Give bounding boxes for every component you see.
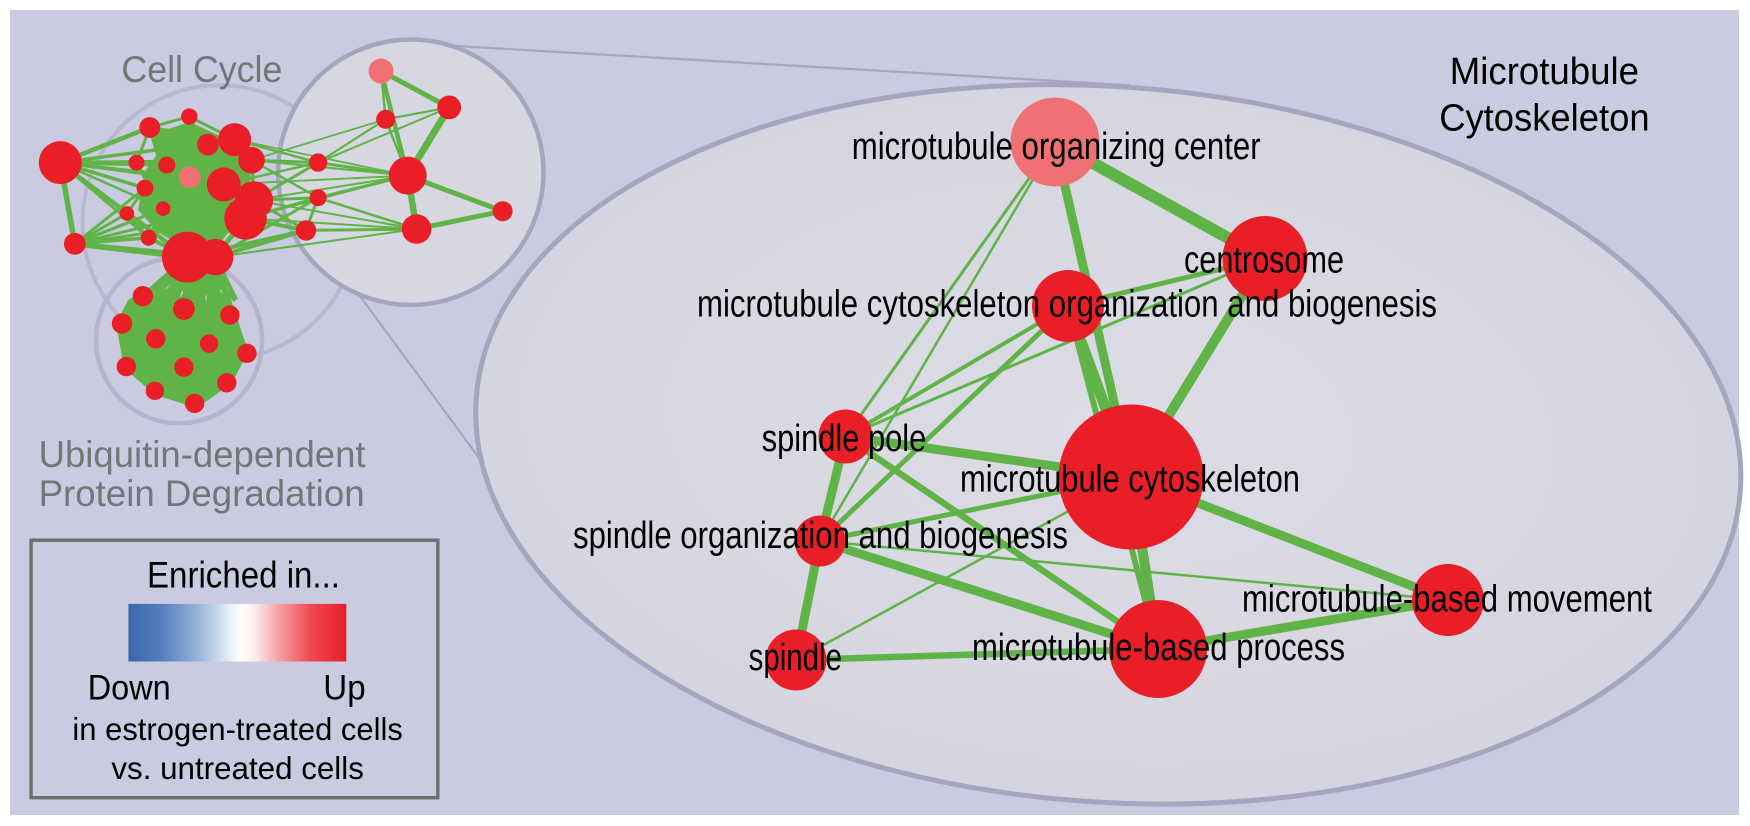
svg-text:Microtubule: Microtubule — [1450, 51, 1639, 93]
svg-text:Ubiquitin-dependent: Ubiquitin-dependent — [39, 434, 367, 475]
svg-text:microtubule cytoskeleton: microtubule cytoskeleton — [960, 458, 1300, 500]
svg-text:Cytoskeleton: Cytoskeleton — [1439, 97, 1649, 139]
svg-text:spindle organization and bioge: spindle organization and biogenesis — [573, 515, 1068, 557]
svg-text:Enriched in...: Enriched in... — [147, 555, 340, 596]
svg-text:microtubule-based movement: microtubule-based movement — [1242, 578, 1652, 620]
svg-text:microtubule-based process: microtubule-based process — [972, 627, 1345, 669]
svg-text:in estrogen-treated cells: in estrogen-treated cells — [72, 711, 403, 747]
svg-text:spindle pole: spindle pole — [762, 418, 927, 460]
svg-text:Down: Down — [88, 669, 171, 708]
svg-text:vs. untreated cells: vs. untreated cells — [111, 750, 364, 786]
svg-text:Up: Up — [323, 669, 365, 708]
svg-text:microtubule cytoskeleton organ: microtubule cytoskeleton organization an… — [697, 284, 1437, 326]
svg-text:microtubule organizing center: microtubule organizing center — [852, 126, 1261, 168]
svg-text:centrosome: centrosome — [1184, 240, 1344, 282]
svg-text:spindle: spindle — [749, 637, 842, 679]
svg-text:Cell Cycle: Cell Cycle — [121, 49, 282, 90]
svg-text:Protein Degradation: Protein Degradation — [39, 473, 365, 514]
